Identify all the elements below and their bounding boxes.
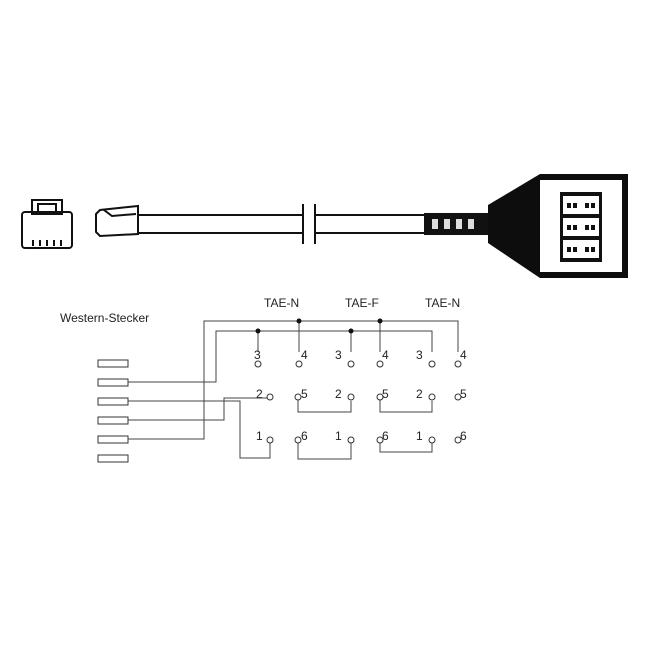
terminal [454,360,462,368]
pin-number: 1 [335,429,342,443]
strain-relief-notch [432,219,438,229]
plug-pin [97,435,129,444]
plug-pin [97,397,129,406]
terminal [266,436,274,444]
wire-pin2-to-a [128,330,259,383]
terminal [294,436,302,444]
terminal [428,393,436,401]
socket-label-tae-f: TAE-F [345,296,379,310]
terminal [347,436,355,444]
socket-label-tae-n-left: TAE-N [264,296,299,310]
terminal [347,360,355,368]
pin-number: 6 [382,429,389,443]
socket-opening [563,240,599,258]
pin-number: 2 [256,387,263,401]
socket-contact [585,203,589,208]
strain-relief-notch [468,219,474,229]
pin-number: 4 [301,348,308,362]
terminal [254,360,262,368]
wire-5-to-2-right [379,400,433,413]
plug-pin [97,416,129,425]
pin-number: 2 [335,387,342,401]
terminal [266,393,274,401]
socket-contact [567,247,571,252]
terminal [376,360,384,368]
pin-number: 3 [416,348,423,362]
splitter-housing [488,174,628,278]
pin-number: 1 [416,429,423,443]
pin-number: 5 [382,387,389,401]
terminal [376,436,384,444]
socket-contact [585,225,589,230]
socket-contact [591,203,595,208]
wire-6-to-1-right [379,442,433,453]
cable [138,204,424,244]
terminal [294,393,302,401]
pin-number: 4 [460,348,467,362]
pin-number: 3 [254,348,261,362]
terminal [347,393,355,401]
pin-number: 1 [256,429,263,443]
socket-contact [567,203,571,208]
wire-a-chain [258,330,433,352]
terminal [428,360,436,368]
pin-number: 2 [416,387,423,401]
socket-contact [591,225,595,230]
wire-5-to-2 [297,400,352,413]
junction-dot [255,328,261,334]
rj-plug-side-view [95,204,139,238]
terminal [376,393,384,401]
wires [128,320,459,460]
strain-relief-notch [456,219,462,229]
terminal [428,436,436,444]
socket-label-tae-n-right: TAE-N [425,296,460,310]
socket-contact [573,203,577,208]
strain-relief [424,213,490,235]
pin-number: 6 [460,429,467,443]
socket-opening [563,218,599,236]
junction-dot [296,318,302,324]
rj-plug-latch [31,199,63,215]
wire-pin5-to-a-chain [128,320,459,440]
plug-pins [97,359,129,463]
rj-plug-latch-inner [37,203,57,213]
socket-contact [573,225,577,230]
pin-number: 6 [301,429,308,443]
terminal [454,393,462,401]
terminal [295,360,303,368]
pin-number: 4 [382,348,389,362]
rj-plug-front-view [21,199,73,249]
strain-relief-notch [444,219,450,229]
junction-dot [348,328,354,334]
rj-plug-side-latch [103,209,137,218]
pin-number: 5 [460,387,467,401]
pin-numbers: 3 4 3 4 3 4 2 5 2 5 2 5 1 6 1 6 1 6 [254,348,467,443]
junction-dots [255,318,383,334]
plug-pin [97,378,129,387]
junction-dot [377,318,383,324]
plug-pin [97,359,129,368]
wire-pin3-to-b [128,400,271,459]
socket-contact [573,247,577,252]
terminal [454,436,462,444]
socket-contact [585,247,589,252]
socket-opening [563,196,599,214]
rj-plug-side-body [95,204,139,238]
pin-number: 3 [335,348,342,362]
socket-contact [567,225,571,230]
plug-pin [97,454,129,463]
socket-contact [591,247,595,252]
pin-number: 5 [301,387,308,401]
wire-6-to-1 [297,442,352,460]
plug-label: Western-Stecker [60,311,149,325]
terminals [254,360,462,444]
